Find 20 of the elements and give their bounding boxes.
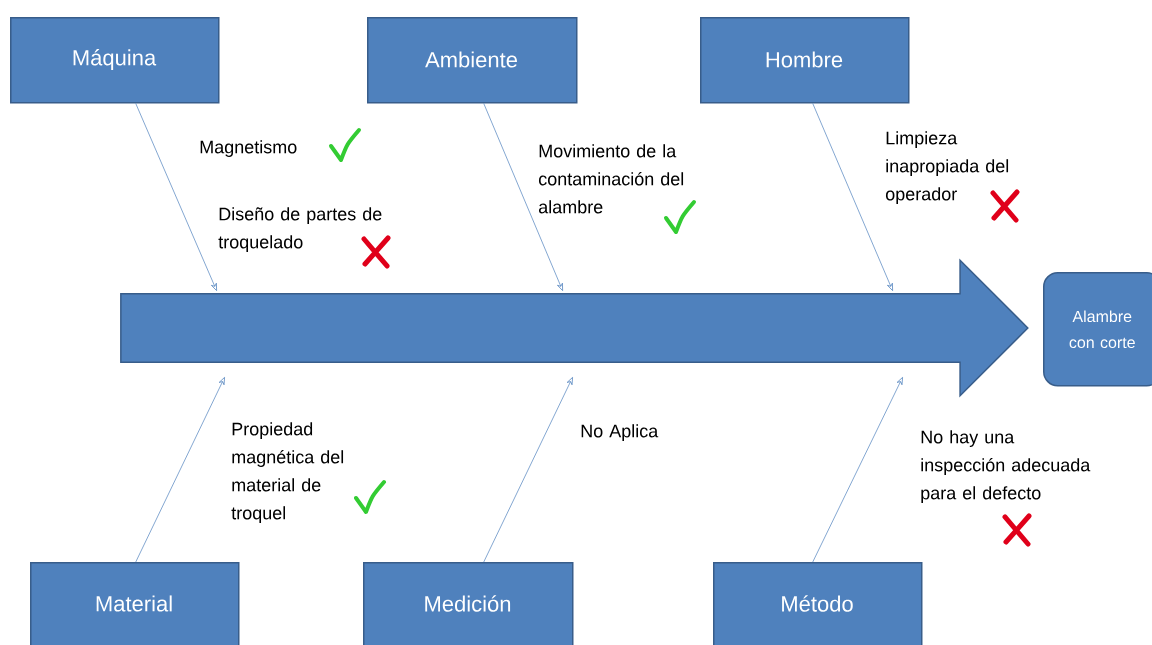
cause-label: Magnetismo <box>200 140 297 157</box>
cause-label: Limpieza inapropiada del operador <box>885 131 1009 204</box>
arrow <box>483 103 563 291</box>
cause-label: Diseño de partes de troquelado <box>218 207 382 252</box>
category-box: Ambiente <box>367 17 578 104</box>
category-box: Método <box>713 562 923 645</box>
category-box: Material <box>30 562 240 645</box>
cause-label: No hay una inspección adecuada para el defecto <box>921 430 1091 503</box>
arrow <box>135 103 217 291</box>
category-box: Máquina <box>10 17 220 104</box>
category-box: Hombre <box>700 17 910 104</box>
cause-label: No Aplica <box>581 424 659 441</box>
cause-label: Movimiento de la contaminación del alambre <box>538 144 684 214</box>
arrow <box>812 377 903 563</box>
arrow <box>483 377 573 563</box>
arrow <box>812 103 893 291</box>
effect-box: Alambre con corte <box>1043 272 1152 387</box>
arrow <box>135 377 225 563</box>
cause-label: Propiedad magnética del material de troquel <box>231 422 344 523</box>
category-box: Medición <box>363 562 574 645</box>
